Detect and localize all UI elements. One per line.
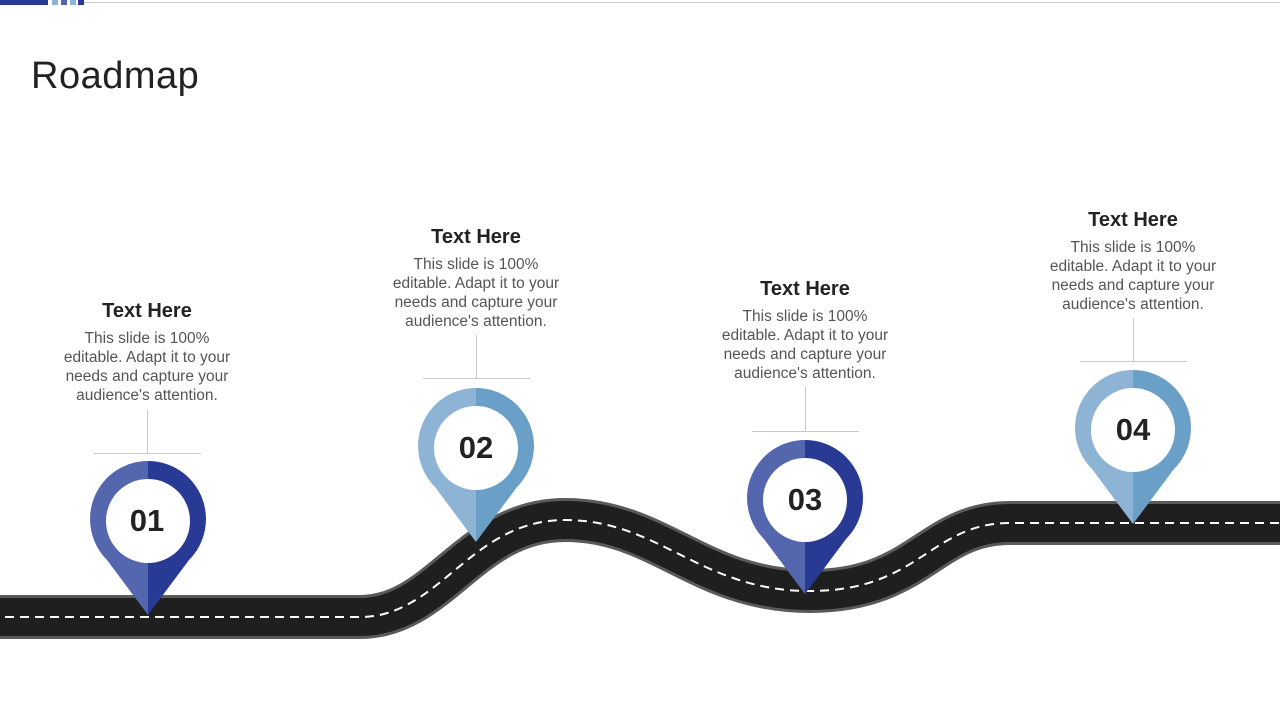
roadmap-step-3: Text Here This slide is 100% editable. A… [715,278,895,383]
step-title: Text Here [1088,209,1178,231]
step-description: This slide is 100% editable. Adapt it to… [721,308,889,382]
connector-horizontal [752,431,859,432]
step-title: Text Here [760,278,850,300]
connector-vertical [805,387,806,431]
connector-vertical [1133,318,1134,361]
step-description: This slide is 100% editable. Adapt it to… [392,256,560,330]
connector-horizontal [1080,361,1187,362]
connector-horizontal [423,378,530,379]
step-description: This slide is 100% editable. Adapt it to… [63,330,231,404]
location-pin-icon [747,440,863,594]
step-number: 02 [458,430,494,465]
step-number: 03 [787,482,823,517]
step-title: Text Here [431,226,521,248]
location-pin-icon [90,461,206,615]
road-center-dashes [0,518,1280,618]
roadmap-step-1: Text Here This slide is 100% editable. A… [57,300,237,405]
location-pin-icon [1075,370,1191,524]
connector-vertical [476,335,477,378]
roadmap-step-4: Text Here This slide is 100% editable. A… [1043,209,1223,314]
top-divider-line [84,2,1280,3]
connector-horizontal [94,453,201,454]
location-pin-icon [418,388,534,542]
step-number: 01 [129,503,165,538]
connector-vertical [147,410,148,453]
roadmap-step-2: Text Here This slide is 100% editable. A… [386,226,566,331]
step-number: 04 [1115,412,1151,447]
step-title: Text Here [102,300,192,322]
page-title: Roadmap [31,55,200,98]
step-description: This slide is 100% editable. Adapt it to… [1049,239,1217,313]
